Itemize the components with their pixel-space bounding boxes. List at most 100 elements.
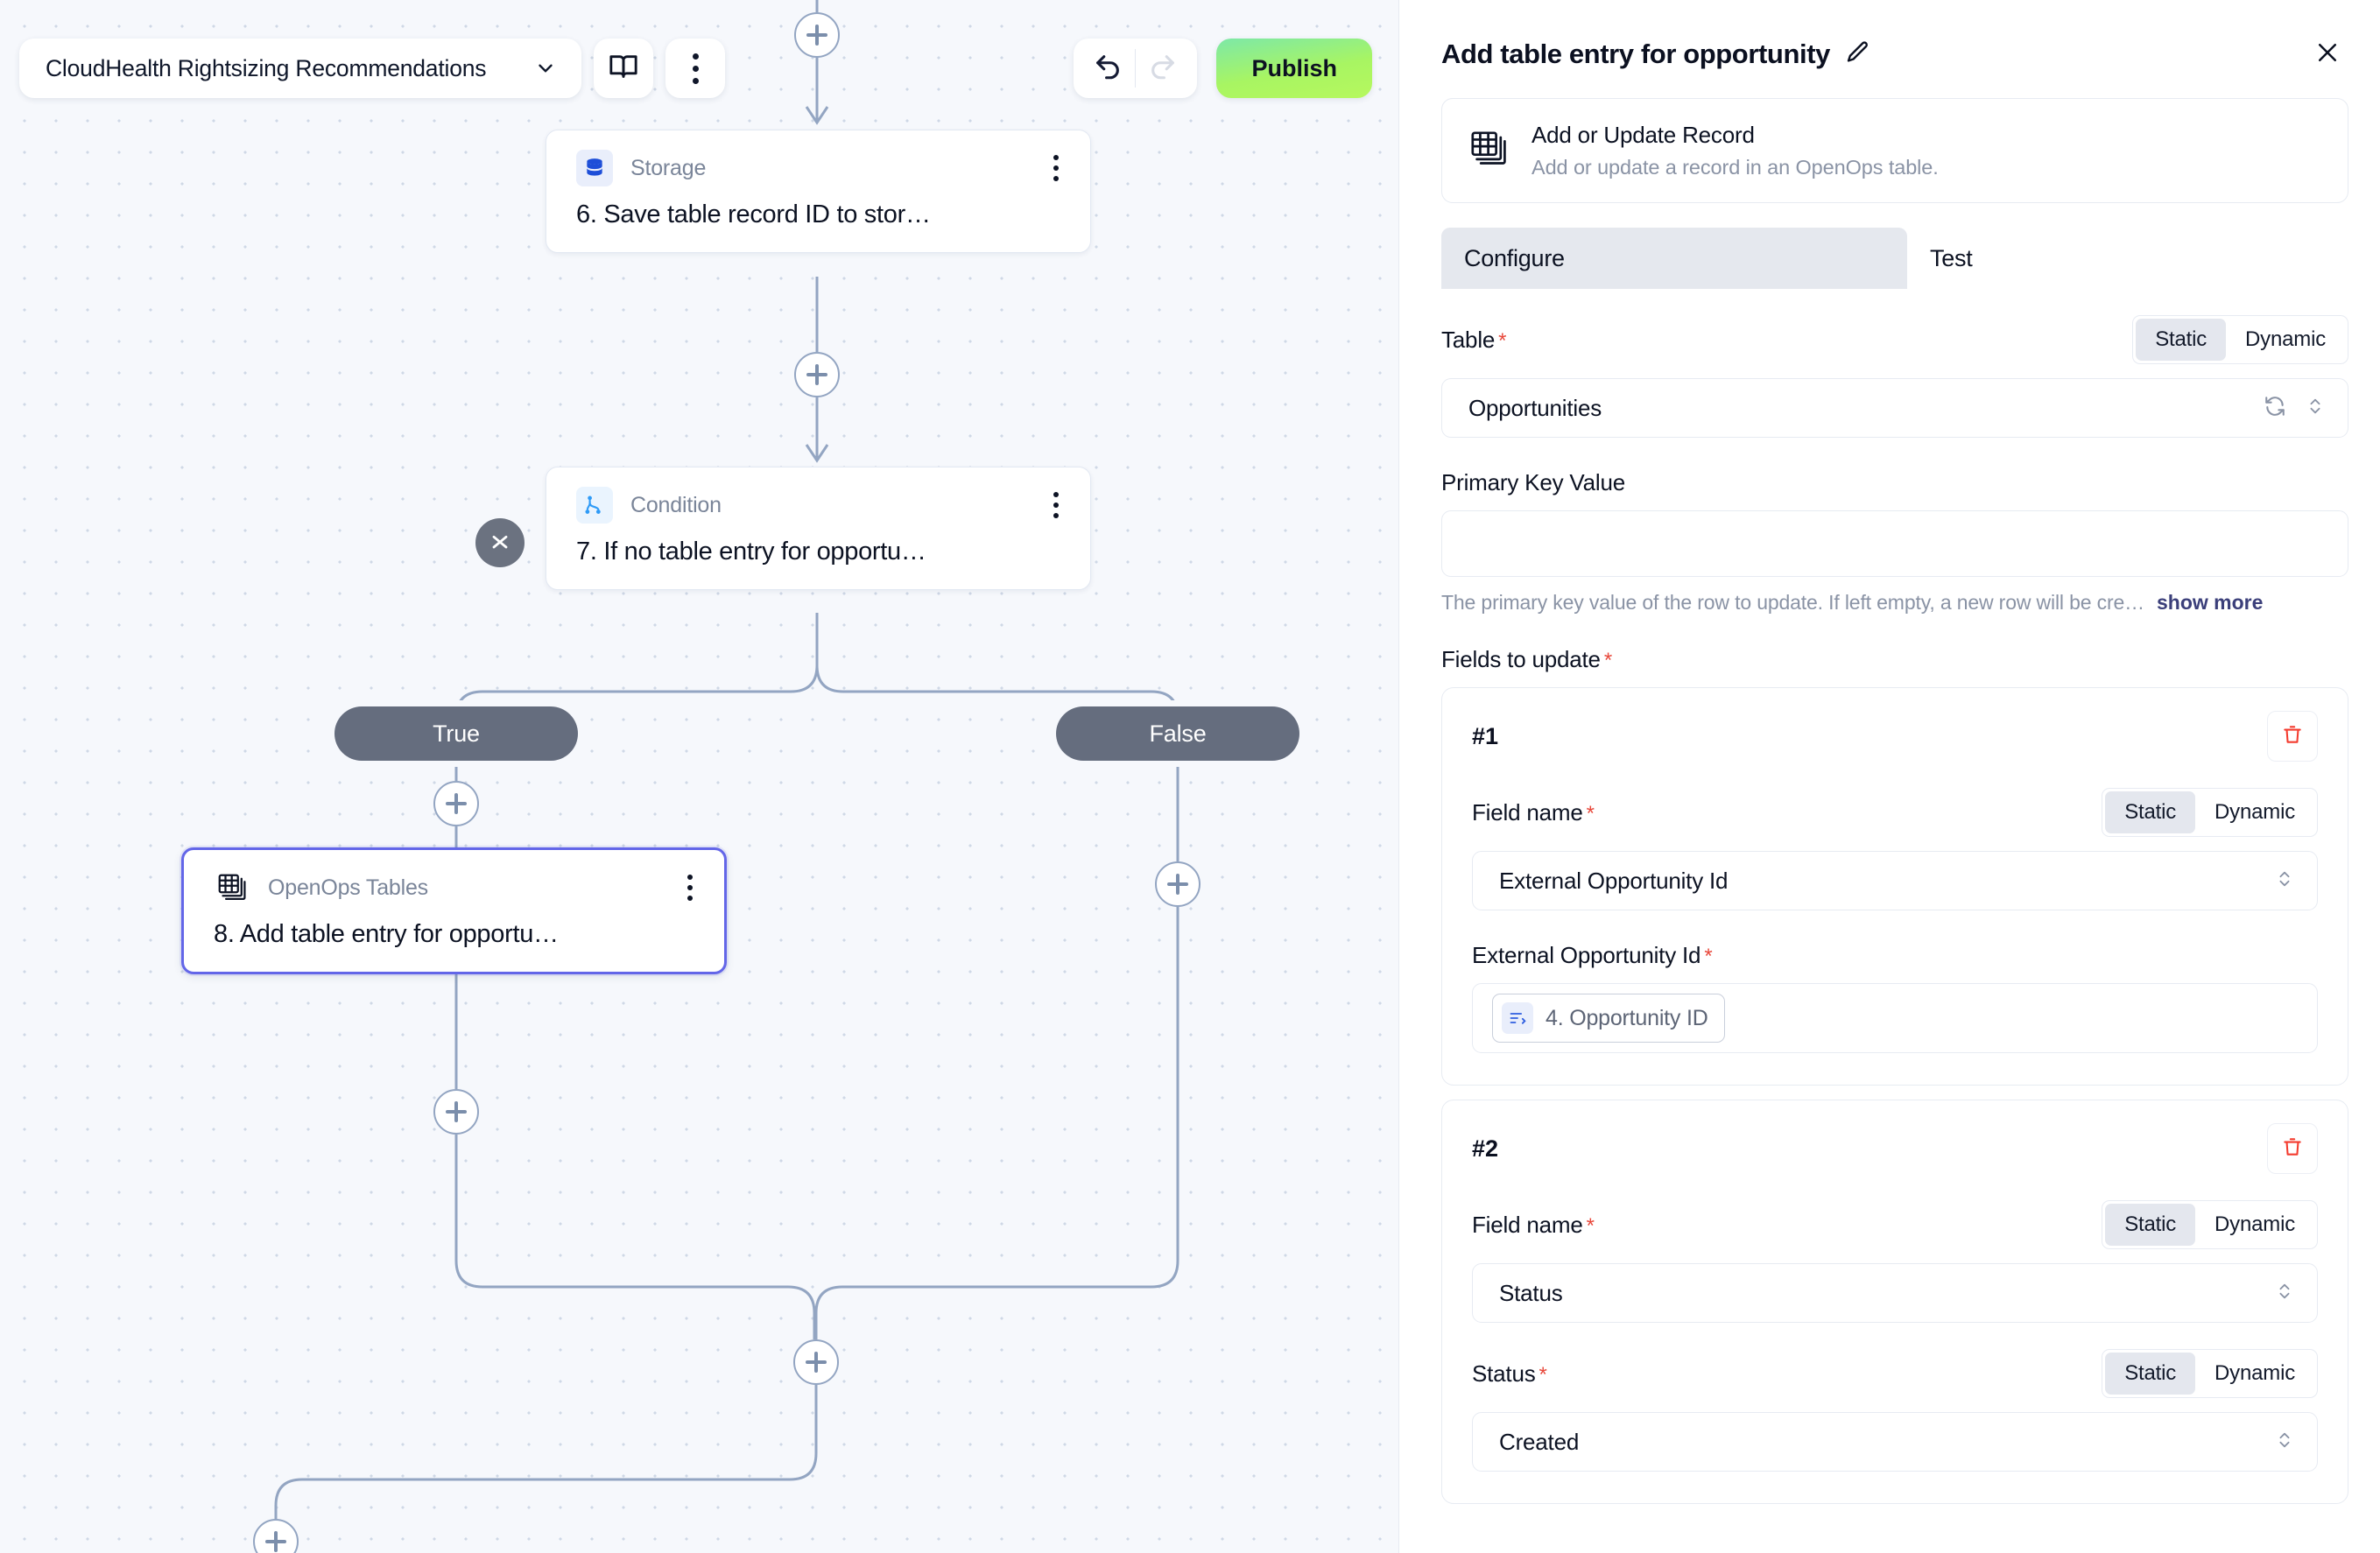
field-card-1: #1 Field name* Static Dynamic bbox=[1441, 687, 2348, 1086]
tab-configure[interactable]: Configure bbox=[1441, 228, 1907, 289]
add-step-button-true-branch[interactable] bbox=[433, 781, 479, 826]
piece-info-text: Add or Update Record Add or update a rec… bbox=[1532, 122, 1939, 179]
panel-tabs: Configure Test bbox=[1399, 228, 2380, 289]
required-marker: * bbox=[1586, 801, 1595, 826]
required-marker: * bbox=[1539, 1362, 1547, 1387]
table-select[interactable]: Opportunities bbox=[1441, 378, 2348, 438]
trash-icon bbox=[2281, 1135, 2304, 1163]
chevron-down-icon bbox=[534, 57, 557, 80]
step-settings-panel: Add table entry for opportunity bbox=[1398, 0, 2380, 1553]
add-step-button-false-branch[interactable] bbox=[1155, 861, 1201, 907]
flow-node-storage[interactable]: Storage 6. Save table record ID to stor… bbox=[546, 130, 1091, 253]
flow-node-header-left: Storage bbox=[576, 150, 706, 186]
primary-key-label: Primary Key Value bbox=[1441, 469, 1625, 495]
fields-to-update-text: Fields to update bbox=[1441, 646, 1601, 672]
add-step-button-bottom[interactable] bbox=[253, 1519, 299, 1553]
table-label-text: Table bbox=[1441, 326, 1496, 353]
add-step-button-after-storage[interactable] bbox=[794, 352, 840, 397]
table-selected-value: Opportunities bbox=[1468, 394, 1602, 421]
variable-chip-label: 4. Opportunity ID bbox=[1546, 1005, 1708, 1030]
table-mode-dynamic[interactable]: Dynamic bbox=[2245, 327, 2326, 351]
delete-field-button[interactable] bbox=[2267, 1123, 2318, 1174]
table-field-row: Table* Static Dynamic bbox=[1441, 315, 2348, 364]
database-icon bbox=[576, 150, 613, 186]
flow-canvas[interactable]: CloudHealth Rightsizing Recommendations bbox=[0, 0, 1398, 1553]
branch-label-true[interactable]: True bbox=[334, 706, 578, 761]
more-vertical-icon bbox=[692, 53, 699, 84]
panel-title-wrap: Add table entry for opportunity bbox=[1441, 39, 1870, 70]
status-value-row: Status* Static Dynamic bbox=[1472, 1349, 2318, 1398]
tables-icon bbox=[214, 869, 250, 906]
field-name-value: Status bbox=[1499, 1279, 1563, 1306]
book-icon bbox=[609, 52, 638, 86]
field-value-label-text: External Opportunity Id bbox=[1472, 942, 1701, 968]
flow-node-kind: OpenOps Tables bbox=[268, 875, 428, 900]
field-name-mode-toggle[interactable]: Static Dynamic bbox=[2102, 788, 2318, 837]
field-value-chip-input[interactable]: 4. Opportunity ID bbox=[1472, 983, 2318, 1053]
docs-button[interactable] bbox=[594, 39, 653, 98]
branch-label-false[interactable]: False bbox=[1056, 706, 1299, 761]
add-step-button-merge[interactable] bbox=[793, 1339, 839, 1385]
field-name-row: Field name* Static Dynamic bbox=[1472, 1200, 2318, 1249]
canvas-toolbar-right: Publish bbox=[1073, 39, 1372, 98]
field-name-label: Field name* bbox=[1472, 1212, 1595, 1239]
flow-node-condition[interactable]: Condition 7. If no table entry for oppor… bbox=[546, 467, 1091, 590]
primary-key-input[interactable] bbox=[1441, 510, 2348, 577]
flow-node-header: OpenOps Tables bbox=[214, 869, 701, 906]
close-icon bbox=[2314, 39, 2341, 70]
table-mode-static[interactable]: Static bbox=[2136, 319, 2227, 361]
flow-node-header-left: OpenOps Tables bbox=[214, 869, 428, 906]
field-name-mode-dynamic[interactable]: Dynamic bbox=[2215, 1212, 2295, 1236]
field-name-mode-static[interactable]: Static bbox=[2105, 791, 2196, 833]
trash-icon bbox=[2281, 723, 2304, 750]
flow-node-menu-button[interactable] bbox=[1045, 488, 1067, 522]
flow-node-header-left: Condition bbox=[576, 487, 722, 524]
field-number: #1 bbox=[1472, 722, 1499, 749]
field-name-text: Field name bbox=[1472, 1211, 1583, 1238]
flow-node-openops-tables[interactable]: OpenOps Tables 8. Add table entry for op… bbox=[181, 847, 727, 974]
status-mode-static[interactable]: Static bbox=[2105, 1353, 2196, 1395]
piece-description: Add or update a record in an OpenOps tab… bbox=[1532, 156, 1939, 179]
tab-test[interactable]: Test bbox=[1907, 228, 2373, 289]
field-name-mode-toggle[interactable]: Static Dynamic bbox=[2102, 1200, 2318, 1249]
collapse-branch-button[interactable] bbox=[475, 518, 525, 567]
delete-field-button[interactable] bbox=[2267, 711, 2318, 762]
add-step-button-after-openops[interactable] bbox=[433, 1089, 479, 1135]
tables-icon bbox=[1468, 129, 1509, 173]
field-card-header: #1 bbox=[1472, 711, 2318, 762]
undo-button[interactable] bbox=[1081, 44, 1135, 93]
flow-node-title: 8. Add table entry for opportu… bbox=[214, 920, 559, 948]
collapse-chevrons-icon bbox=[488, 529, 512, 558]
chevron-updown-icon bbox=[2306, 395, 2325, 422]
field-number: #2 bbox=[1472, 1135, 1499, 1162]
add-step-button-top[interactable] bbox=[794, 12, 840, 58]
piece-info-card: Add or Update Record Add or update a rec… bbox=[1441, 98, 2348, 203]
publish-button[interactable]: Publish bbox=[1216, 39, 1372, 98]
flow-node-header: Condition bbox=[576, 487, 1067, 524]
show-more-button[interactable]: show more bbox=[2157, 591, 2264, 614]
refresh-icon[interactable] bbox=[2264, 395, 2286, 422]
status-mode-dynamic[interactable]: Dynamic bbox=[2215, 1361, 2295, 1385]
flow-node-kind: Storage bbox=[630, 155, 707, 180]
variable-chip[interactable]: 4. Opportunity ID bbox=[1492, 994, 1725, 1043]
fields-to-update-label: Fields to update* bbox=[1441, 646, 2348, 673]
table-mode-toggle[interactable]: Static Dynamic bbox=[2132, 315, 2348, 364]
field-name-select[interactable]: External Opportunity Id bbox=[1472, 851, 2318, 910]
pencil-icon[interactable] bbox=[1844, 39, 1870, 70]
flow-node-header: Storage bbox=[576, 150, 1067, 186]
status-select[interactable]: Created bbox=[1472, 1412, 2318, 1472]
flow-more-menu-button[interactable] bbox=[665, 39, 725, 98]
field-name-value: External Opportunity Id bbox=[1499, 867, 1729, 894]
required-marker: * bbox=[1586, 1213, 1595, 1238]
field-name-select[interactable]: Status bbox=[1472, 1263, 2318, 1323]
field-name-mode-dynamic[interactable]: Dynamic bbox=[2215, 800, 2295, 824]
close-panel-button[interactable] bbox=[2306, 33, 2348, 75]
flow-node-menu-button[interactable] bbox=[679, 871, 701, 904]
flow-node-menu-button[interactable] bbox=[1045, 151, 1067, 185]
flow-name-selector[interactable]: CloudHealth Rightsizing Recommendations bbox=[19, 39, 581, 98]
field-name-mode-static[interactable]: Static bbox=[2105, 1204, 2196, 1246]
redo-button[interactable] bbox=[1136, 44, 1190, 93]
status-mode-toggle[interactable]: Static Dynamic bbox=[2102, 1349, 2318, 1398]
status-selected-value: Created bbox=[1499, 1428, 1580, 1455]
table-select-icons bbox=[2264, 395, 2325, 422]
